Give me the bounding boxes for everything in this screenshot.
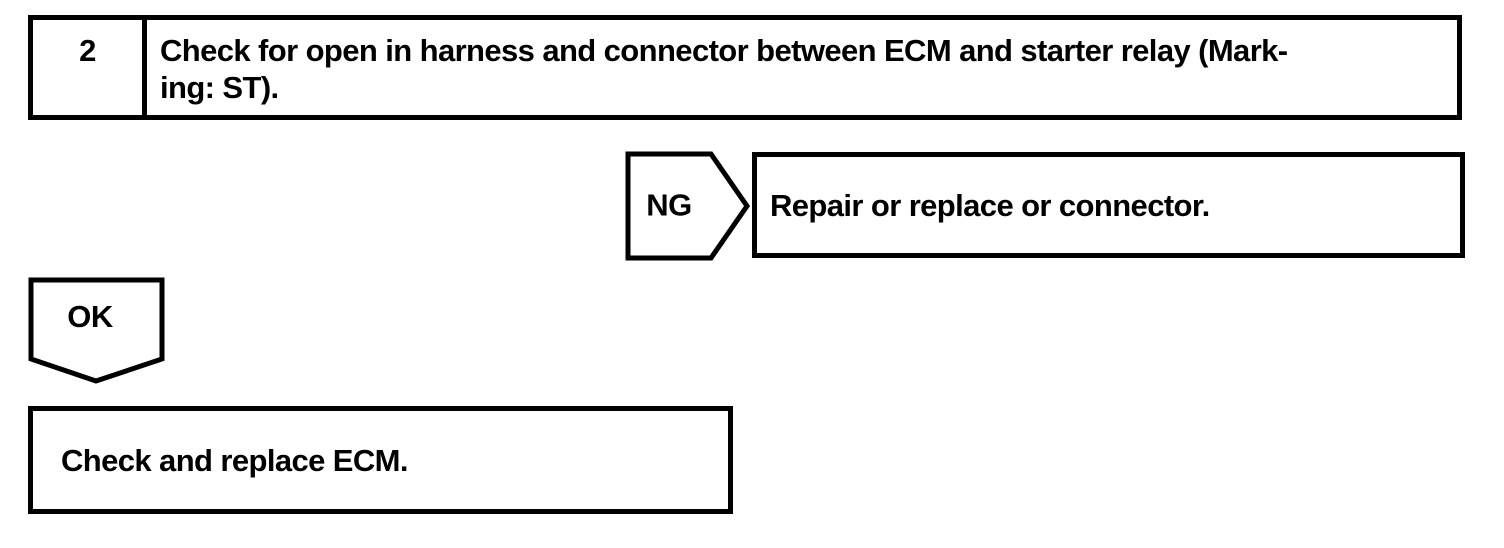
ng-action-text: Repair or replace or connector. <box>770 187 1210 223</box>
ok-connector-shape: OK <box>28 277 165 384</box>
step-number: 2 <box>33 20 147 115</box>
step-instruction-line-1: Check for open in harness and connector … <box>160 33 1288 68</box>
ok-label: OK <box>67 299 113 334</box>
ng-action-box: Repair or replace or connector. <box>752 152 1465 258</box>
ok-pentagon-down-arrow-icon <box>28 277 165 384</box>
step-box: 2 Check for open in harness and connecto… <box>28 15 1462 120</box>
step-instruction: Check for open in harness and connector … <box>147 20 1457 115</box>
step-instruction-line-2: ing: ST). <box>160 70 279 105</box>
ok-action-text: Check and replace ECM. <box>61 442 408 478</box>
ok-action-box: Check and replace ECM. <box>28 406 733 514</box>
ng-connector-shape: NG <box>625 151 751 261</box>
ng-label: NG <box>646 187 692 223</box>
ng-pentagon-right-arrow-icon <box>625 151 751 261</box>
